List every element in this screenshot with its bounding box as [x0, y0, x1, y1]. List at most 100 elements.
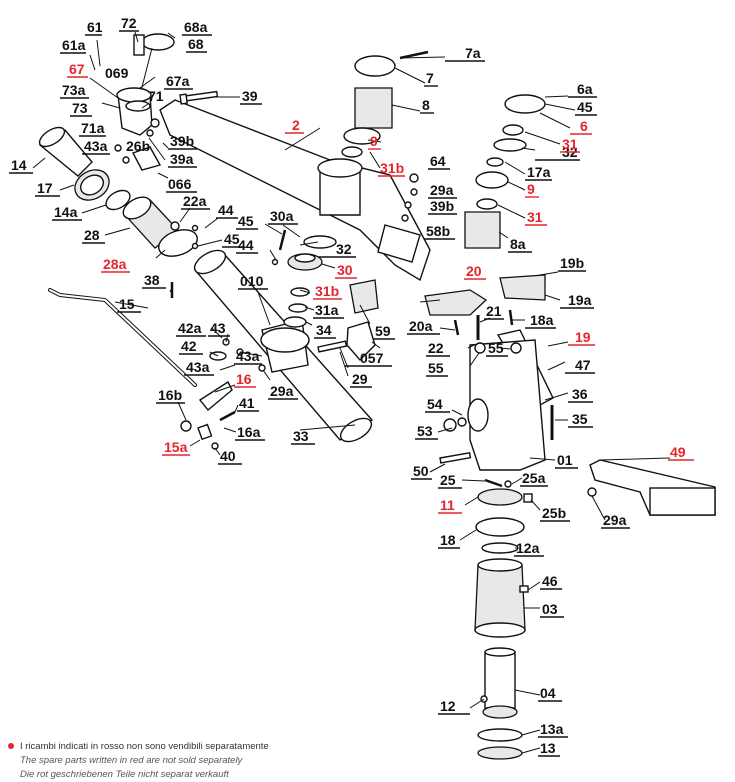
label-40: 40: [220, 448, 236, 464]
label-31b-center: 31b: [315, 283, 339, 299]
label-68a: 68a: [184, 19, 208, 35]
label-25b: 25b: [542, 505, 566, 521]
label-25a: 25a: [522, 470, 546, 486]
body-010-ring: [260, 327, 310, 353]
label-45-left: 45: [224, 231, 240, 247]
clamp-11: [477, 488, 523, 506]
pin-26b: [122, 156, 130, 164]
nut-40: [211, 442, 219, 450]
label-31b-top: 31b: [380, 160, 404, 176]
label-04: 04: [540, 685, 556, 701]
label-15a: 15a: [164, 439, 188, 455]
label-7a: 7a: [465, 45, 481, 61]
screw-25: [484, 478, 503, 488]
label-64: 64: [430, 153, 446, 169]
label-14: 14: [11, 157, 27, 173]
label-71: 71: [148, 88, 164, 104]
tube-33-bottom: [339, 417, 373, 443]
label-11: 11: [440, 497, 455, 513]
tube-04: [484, 651, 516, 709]
riser-03-top: [477, 558, 523, 572]
riser-03-bottom: [474, 622, 526, 638]
tube-04-top: [484, 647, 516, 657]
label-16b: 16b: [158, 387, 182, 403]
pin-7a: [399, 50, 429, 60]
washer-43a: [114, 144, 122, 152]
label-29: 29: [352, 371, 368, 387]
label-30: 30: [337, 262, 353, 278]
label-43a-mid: 43a: [186, 359, 210, 375]
label-39a: 39a: [170, 151, 194, 167]
label-9-top: 9: [370, 133, 378, 149]
label-35: 35: [572, 411, 588, 427]
leader-lines: [32, 31, 671, 754]
label-45-top: 45: [577, 99, 593, 115]
body-01: [469, 339, 546, 471]
label-39: 39: [242, 88, 258, 104]
clip-15a: [197, 423, 213, 441]
washer-39b: [404, 201, 412, 209]
oring-12a: [481, 542, 519, 554]
bolt-39: [184, 90, 219, 102]
arm-bracket: [377, 224, 421, 263]
label-43a-top: 43a: [84, 138, 108, 154]
parts-artwork: [38, 33, 716, 760]
label-8: 8: [422, 97, 430, 113]
cap-7: [354, 55, 396, 77]
label-47: 47: [575, 357, 591, 373]
label-73: 73: [72, 100, 88, 116]
label-25: 25: [440, 472, 456, 488]
plate-19a: [499, 274, 546, 301]
label-010: 010: [240, 273, 264, 289]
label-55-left: 55: [428, 360, 444, 376]
tube-28-end: [122, 196, 152, 220]
label-43a-low: 43a: [236, 348, 260, 364]
spring-16b: [180, 420, 192, 432]
nut-39b: [150, 118, 160, 128]
bearing-31b-top: [341, 146, 363, 158]
label-31-top: 31: [562, 136, 578, 152]
bearing-31-right: [476, 198, 498, 210]
label-12a: 12a: [516, 540, 540, 556]
pin-20a: [453, 319, 460, 336]
body-01-port: [467, 398, 489, 432]
disc-30-top: [294, 253, 316, 263]
label-42a: 42a: [178, 320, 202, 336]
tube-04-base: [482, 705, 518, 719]
label-20: 20: [466, 263, 482, 279]
screw-22a: [170, 221, 180, 231]
bolt-50: [439, 451, 472, 464]
label-49: 49: [670, 444, 686, 460]
nozzle-14-mouth: [38, 126, 66, 148]
label-18: 18: [440, 532, 456, 548]
clip-066: [132, 146, 162, 171]
label-67: 67: [69, 61, 85, 77]
washer-31a: [288, 303, 308, 313]
red-dot-icon: [8, 743, 14, 750]
screw-30a: [278, 229, 287, 251]
nut-44b: [191, 224, 199, 232]
label-2: 2: [292, 117, 300, 133]
spring-8: [354, 87, 393, 129]
nut-29a-right: [587, 487, 597, 497]
label-73a: 73a: [62, 82, 86, 98]
label-71a: 71a: [81, 120, 105, 136]
bearing-31b: [290, 287, 310, 297]
footnote: I ricambi indicati in rosso non sono ven…: [8, 740, 728, 782]
screw-41: [219, 410, 236, 422]
lever-16: [198, 380, 233, 411]
ring-71: [125, 100, 151, 112]
label-53: 53: [417, 423, 433, 439]
label-9-right: 9: [527, 181, 535, 197]
label-50: 50: [413, 463, 429, 479]
riser-03: [474, 564, 526, 631]
pin-18a: [508, 309, 514, 326]
label-19: 19: [575, 329, 591, 345]
washer-55a: [474, 342, 486, 354]
label-18a: 18a: [530, 312, 554, 328]
label-54: 54: [427, 396, 443, 412]
label-45-mid: 45: [238, 213, 254, 229]
label-19a: 19a: [568, 292, 592, 308]
rod-15-core: [49, 289, 196, 386]
clamp-28a: [158, 229, 198, 257]
